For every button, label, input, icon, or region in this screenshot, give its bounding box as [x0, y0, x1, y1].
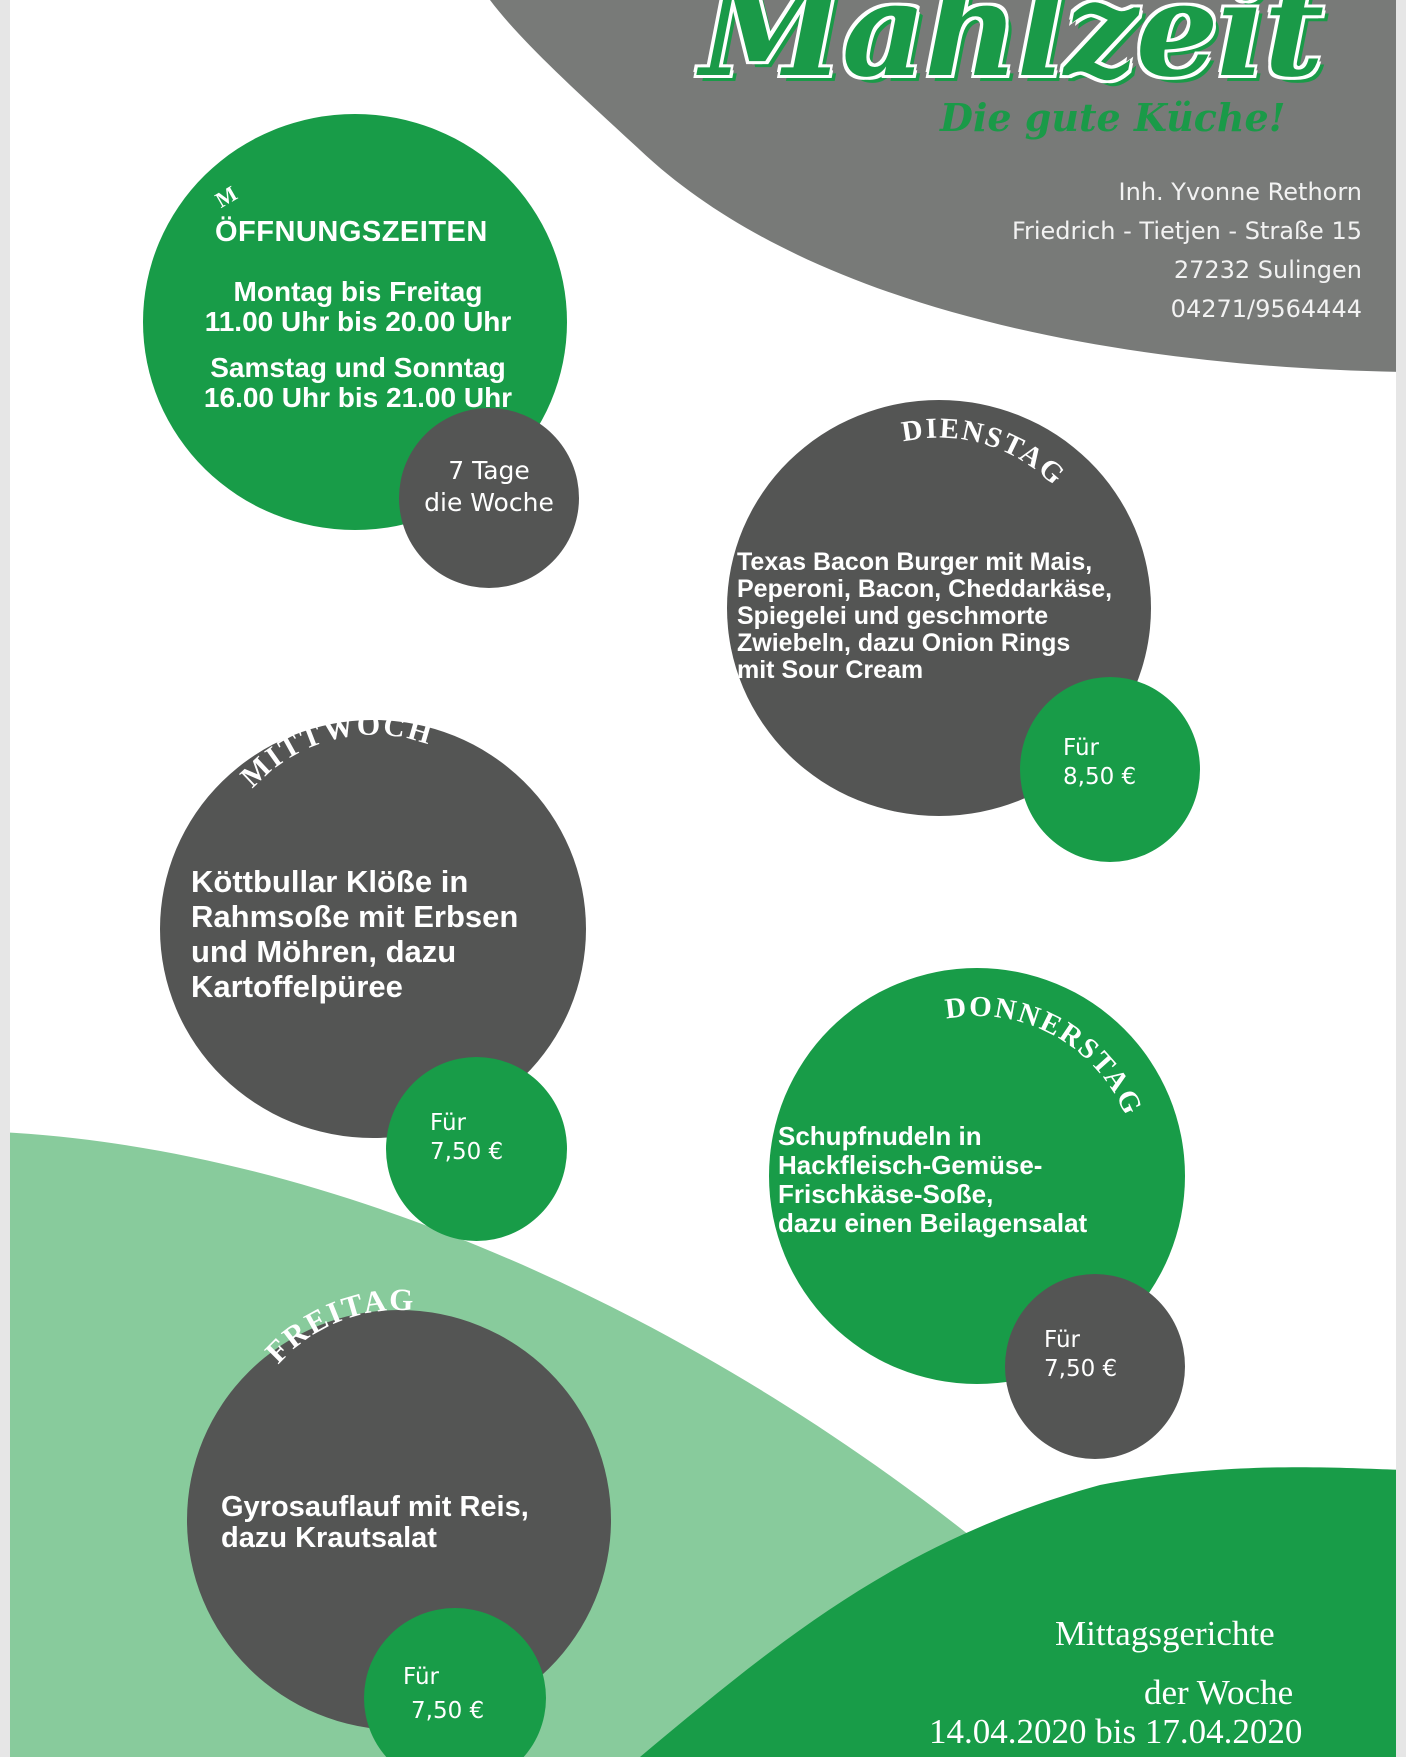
right-edge — [1396, 0, 1406, 1757]
mittwoch-meal: Köttbullar Klöße in Rahmsoße mit Erbsen … — [191, 864, 518, 1004]
contact-owner: Inh. Yvonne Rethorn — [1118, 178, 1362, 206]
freitag-price-prefix: Für — [403, 1664, 440, 1690]
donnerstag-price-prefix: Für — [1044, 1327, 1081, 1353]
dienstag-price: 8,50 € — [1063, 764, 1137, 790]
donnerstag-meal: Schupfnudeln in Hackfleisch-Gemüse- Fris… — [778, 1122, 1087, 1238]
contact-city: 27232 Sulingen — [1173, 256, 1362, 284]
brand-slogan: Die gute Küche! — [940, 95, 1286, 140]
donnerstag-meal-line: dazu einen Beilagensalat — [778, 1208, 1088, 1238]
donnerstag-heading-svg: DONNERSTAG — [943, 991, 1149, 1121]
freitag-meal: Gyrosauflauf mit Reis, dazu Krautsalat — [221, 1492, 529, 1554]
donnerstag-price-circle — [1005, 1274, 1185, 1459]
freitag-price-circle — [364, 1608, 546, 1757]
left-edge — [0, 0, 10, 1757]
opening-hours-title: ÖFFNUNGSZEITEN — [215, 216, 488, 248]
bottom-green-shape — [640, 1467, 1406, 1757]
donnerstag-meal-line: Frischkäse-Soße, — [778, 1179, 994, 1209]
donnerstag-meal-line: Schupfnudeln in — [778, 1121, 982, 1151]
freitag-meal-line: dazu Krautsalat — [221, 1522, 437, 1554]
mittwoch-price: 7,50 € — [430, 1139, 504, 1165]
dienstag-price-prefix: Für — [1063, 735, 1100, 761]
dienstag-heading-svg: DIENSTAG — [899, 412, 1072, 492]
dienstag-meal-line: Texas Bacon Burger mit Mais, — [737, 548, 1093, 576]
header-gray-shape — [490, 0, 1406, 372]
days-badge-line1: 7 Tage — [448, 456, 530, 485]
donnerstag-price: 7,50 € — [1044, 1356, 1118, 1382]
mittwoch-heading-svg: MITTWOCH — [234, 708, 435, 793]
dienstag-meal-line: Peperoni, Bacon, Cheddarkäse, — [737, 575, 1113, 603]
mittwoch-price-prefix: Für — [430, 1110, 467, 1136]
mittwoch-meal-line: Köttbullar Klöße in — [191, 864, 469, 899]
mittwoch-meal-line: und Möhren, dazu — [191, 934, 457, 969]
donnerstag-meal-line: Hackfleisch-Gemüse- — [778, 1150, 1043, 1180]
days-badge-circle — [399, 408, 579, 588]
weekdays-time: 11.00 Uhr bis 20.00 Uhr — [204, 306, 512, 337]
dienstag-heading: DIENSTAG — [899, 412, 1070, 492]
footer-line2: der Woche — [1144, 1673, 1294, 1712]
freitag-price: 7,50 € — [411, 1698, 485, 1724]
footer-line1: Mittagsgerichte — [1055, 1614, 1275, 1653]
svg-text:DONNERSTAG: DONNERSTAG — [943, 991, 1149, 1121]
svg-text:DIENSTAG: DIENSTAG — [899, 412, 1072, 492]
mittwoch-meal-line: Kartoffelpüree — [191, 969, 403, 1004]
mittwoch-heading: MITTWOCH — [234, 708, 435, 793]
weekdays-label: Montag bis Freitag — [233, 276, 483, 307]
dienstag-meal-line: mit Sour Cream — [737, 656, 924, 684]
dienstag-meal: Texas Bacon Burger mit Mais, Peperoni, B… — [737, 549, 1112, 684]
days-badge-line2: die Woche — [424, 488, 554, 517]
mittwoch-meal-line: Rahmsoße mit Erbsen — [191, 899, 519, 934]
mittwoch-price-circle — [386, 1057, 567, 1241]
weekend-label: Samstag und Sonntag — [210, 352, 506, 383]
dienstag-price-circle — [1020, 677, 1200, 862]
contact-street: Friedrich - Tietjen - Straße 15 — [1011, 217, 1362, 245]
weekend-time: 16.00 Uhr bis 21.00 Uhr — [203, 382, 513, 413]
footer-dates: 14.04.2020 bis 17.04.2020 — [929, 1712, 1303, 1751]
contact-phone: 04271/9564444 — [1170, 295, 1362, 323]
brand-logo: Mahlzeit — [700, 0, 1324, 106]
dienstag-meal-line: Spiegelei und geschmorte — [737, 602, 1049, 630]
donnerstag-heading: DONNERSTAG — [943, 991, 1147, 1121]
dienstag-meal-line: Zwiebeln, dazu Onion Rings — [737, 629, 1071, 657]
svg-text:MITTWOCH: MITTWOCH — [234, 708, 437, 793]
freitag-meal-line: Gyrosauflauf mit Reis, — [221, 1491, 529, 1523]
